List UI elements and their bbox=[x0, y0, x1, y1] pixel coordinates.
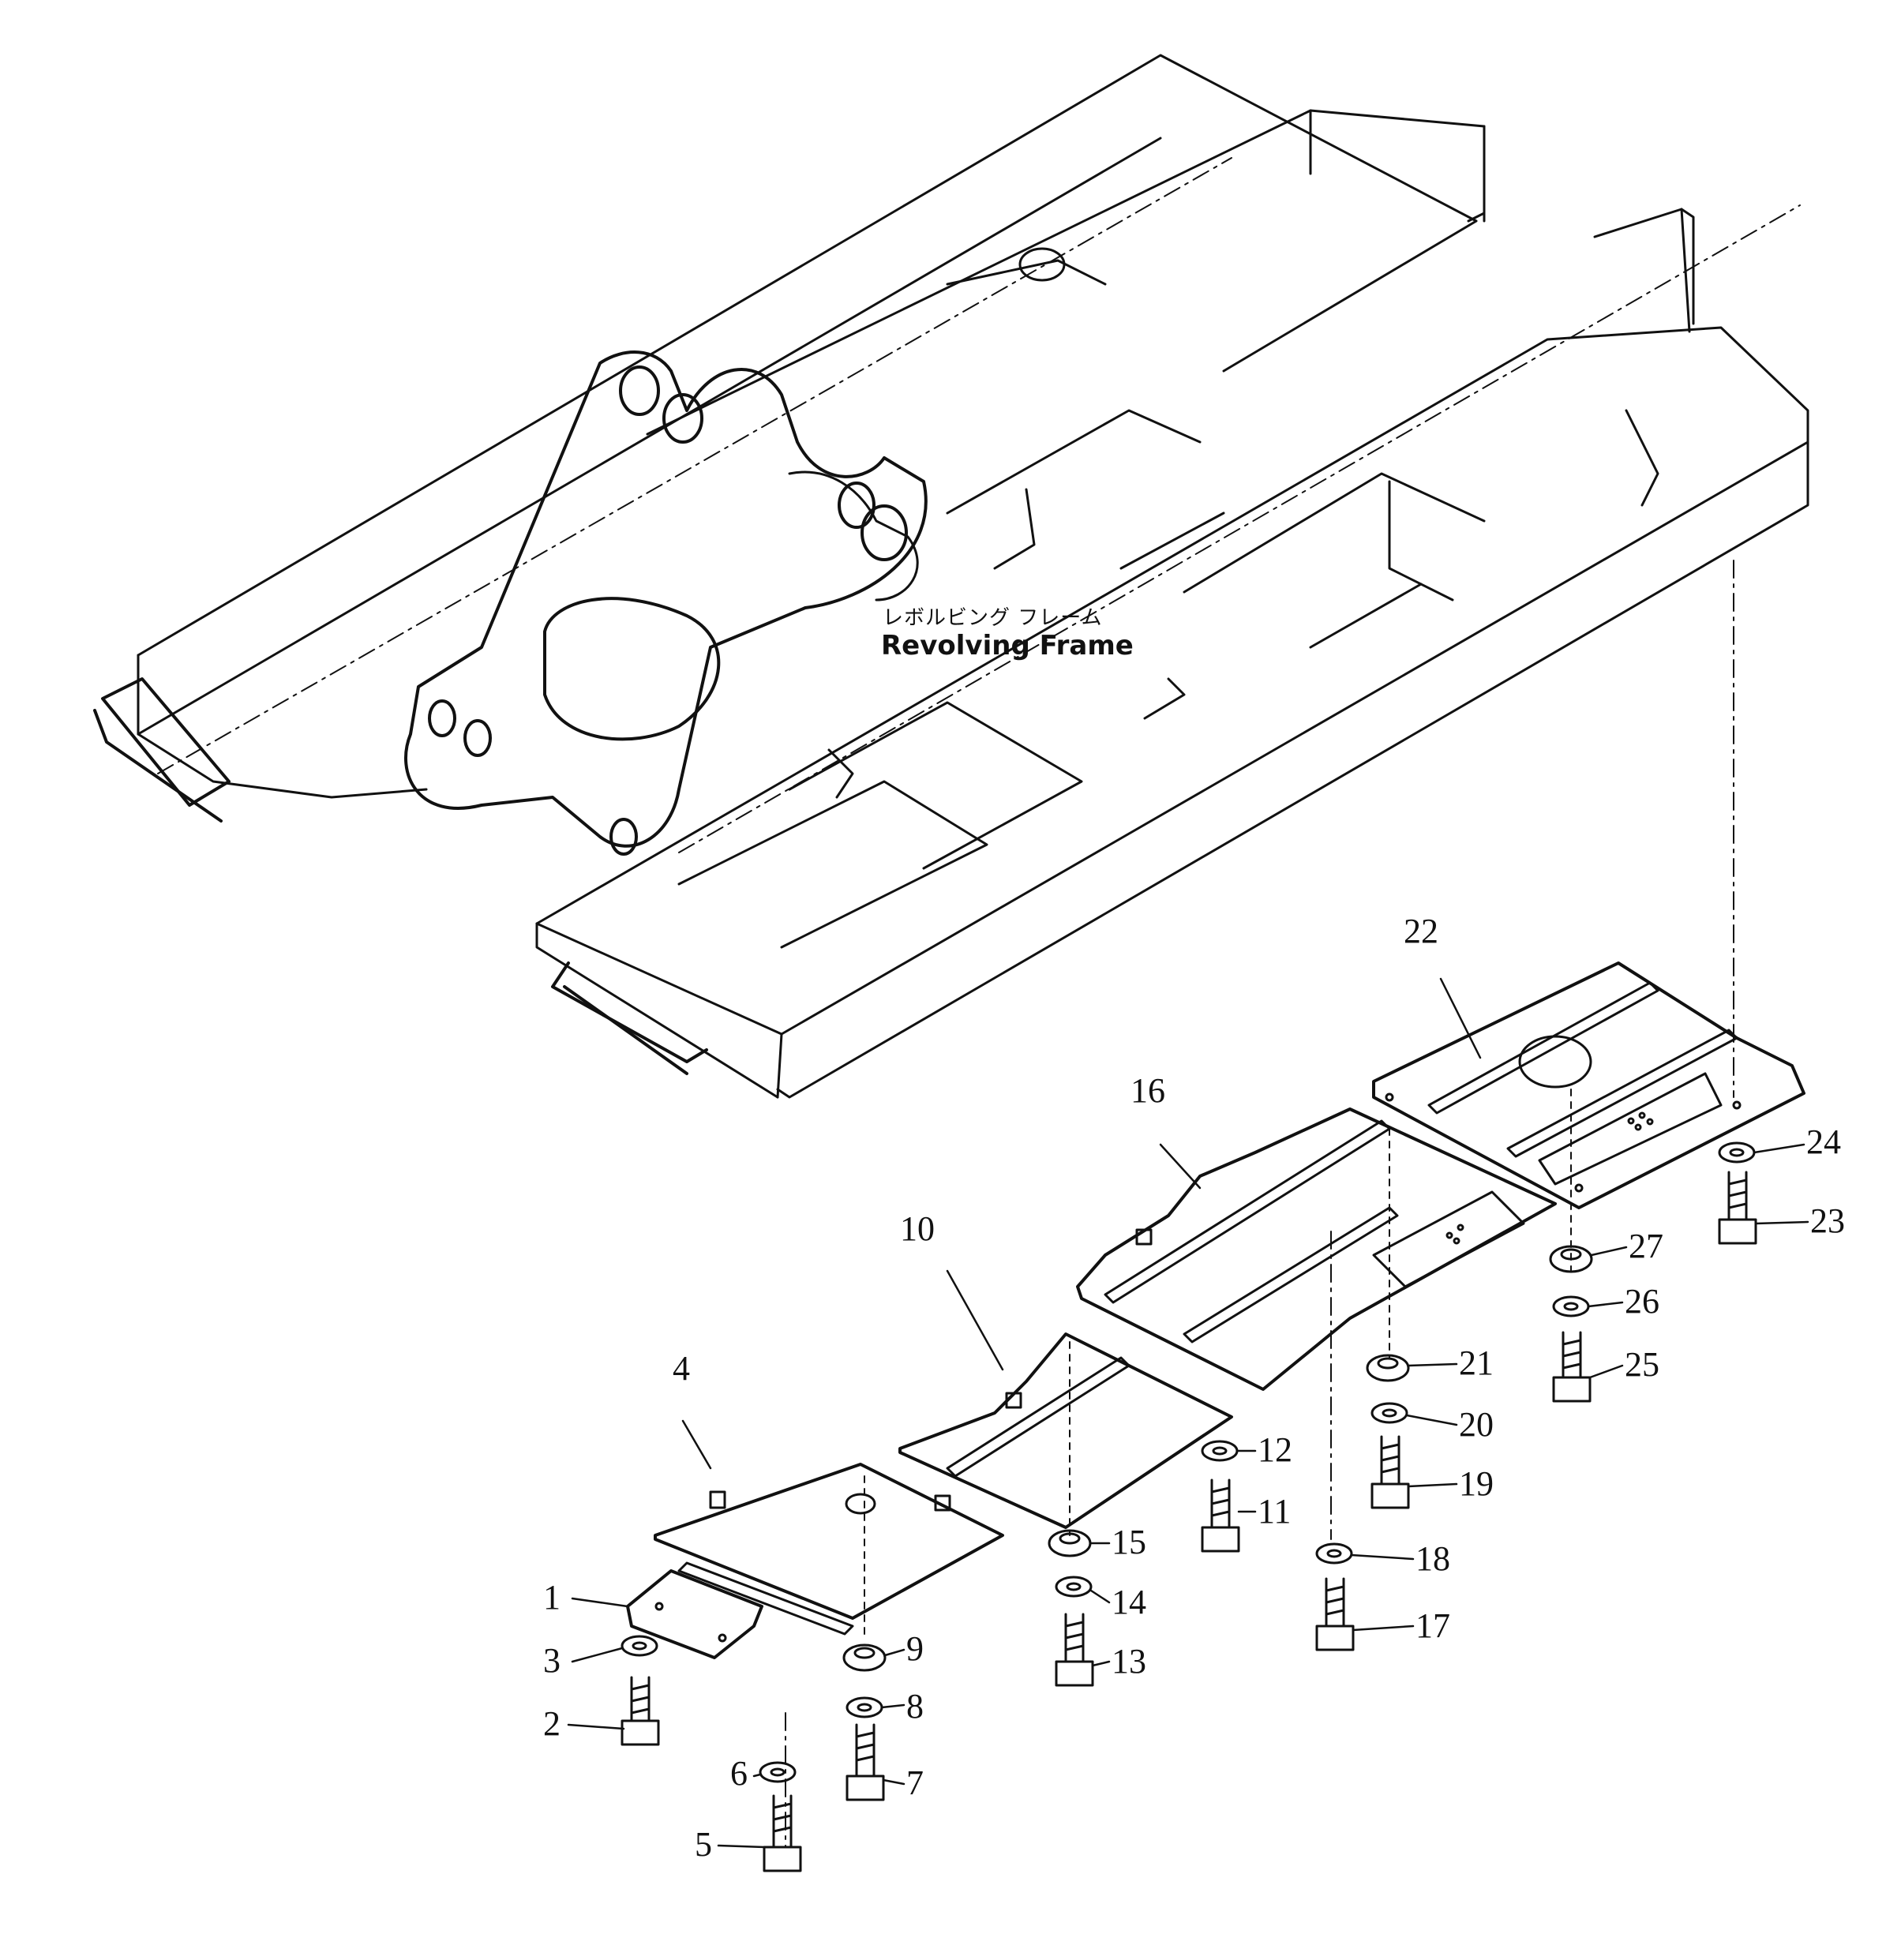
callout-4: 4 bbox=[673, 1349, 690, 1388]
callout-26: 26 bbox=[1625, 1282, 1659, 1321]
frame-centerlines bbox=[157, 157, 1801, 1848]
callout-16: 16 bbox=[1130, 1071, 1165, 1110]
callout-3: 3 bbox=[543, 1641, 561, 1680]
callout-2: 2 bbox=[543, 1704, 561, 1743]
callout-22: 22 bbox=[1404, 912, 1438, 950]
callout-7: 7 bbox=[906, 1763, 924, 1802]
cover-plate-4 bbox=[654, 1463, 1004, 1636]
callout-15: 15 bbox=[1112, 1523, 1146, 1561]
callout-17: 17 bbox=[1415, 1606, 1450, 1645]
callout-12: 12 bbox=[1258, 1430, 1292, 1469]
callout-27: 27 bbox=[1629, 1227, 1663, 1265]
callout-5: 5 bbox=[695, 1825, 712, 1864]
frame-label-japanese: レボルビング フレーム bbox=[883, 606, 1103, 630]
cover-plate-1 bbox=[626, 1569, 763, 1659]
callout-1: 1 bbox=[543, 1578, 561, 1617]
callout-10: 10 bbox=[900, 1209, 935, 1248]
hardware bbox=[621, 1141, 1757, 1872]
callout-20: 20 bbox=[1459, 1405, 1494, 1444]
callout-24: 24 bbox=[1806, 1122, 1841, 1161]
callout-21: 21 bbox=[1459, 1344, 1494, 1382]
revolving-frame bbox=[93, 54, 1809, 1099]
callout-11: 11 bbox=[1258, 1492, 1292, 1531]
callout-23: 23 bbox=[1810, 1201, 1845, 1240]
cover-plate-10 bbox=[898, 1332, 1233, 1529]
callout-9: 9 bbox=[906, 1629, 924, 1668]
callout-19: 19 bbox=[1459, 1464, 1494, 1503]
callout-18: 18 bbox=[1415, 1539, 1450, 1578]
callout-14: 14 bbox=[1112, 1583, 1146, 1621]
callout-25: 25 bbox=[1625, 1345, 1659, 1384]
cover-plate-16 bbox=[1076, 1107, 1557, 1391]
callout-6: 6 bbox=[730, 1754, 748, 1793]
cover-plate-22 bbox=[1372, 961, 1805, 1209]
hidden-lines bbox=[864, 1089, 1572, 1635]
frame-label-english: Revolving Frame bbox=[881, 630, 1134, 661]
callout-8: 8 bbox=[906, 1687, 924, 1726]
leader-lines bbox=[567, 977, 1809, 1849]
callout-13: 13 bbox=[1112, 1642, 1146, 1681]
